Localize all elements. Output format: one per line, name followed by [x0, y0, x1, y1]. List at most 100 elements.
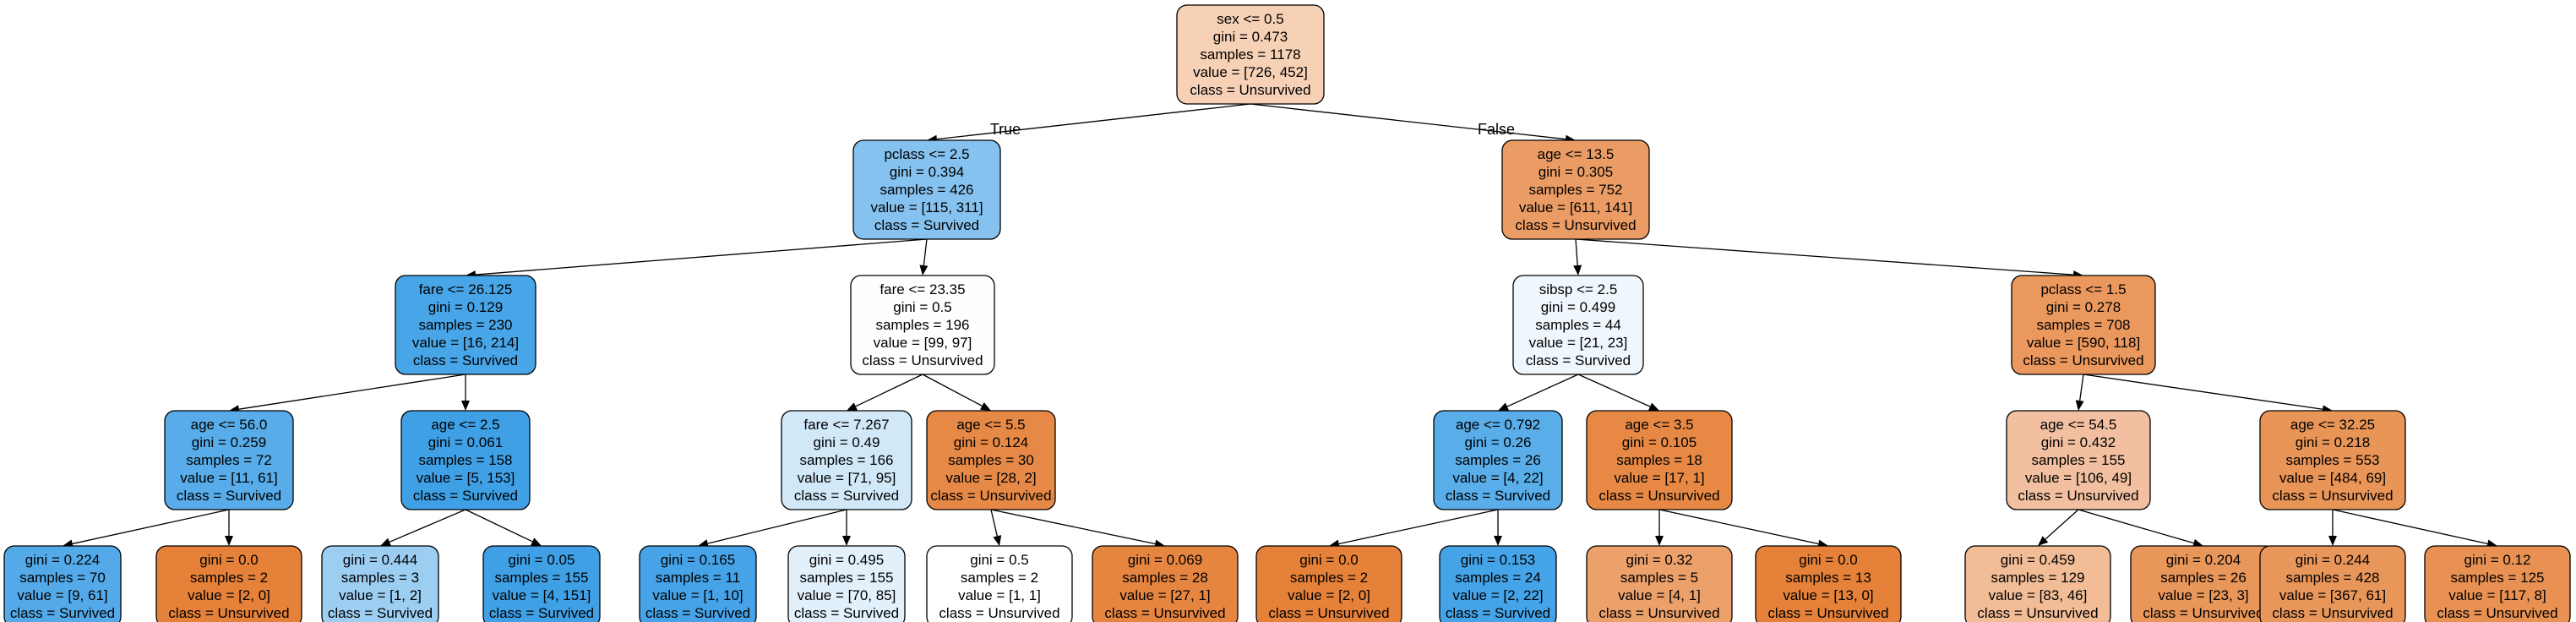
- node-line: class = Unsurvived: [1104, 605, 1225, 621]
- edge-arrowhead: [1494, 536, 1502, 546]
- edge-arrowhead: [1498, 402, 1509, 411]
- node-line: gini = 0.0: [1299, 552, 1358, 568]
- edge-n1-n4: [919, 238, 929, 276]
- node-line: gini = 0.32: [1626, 552, 1693, 568]
- node-box: [3, 545, 122, 622]
- edge-line: [1506, 374, 1579, 407]
- node-line: gini = 0.444: [343, 552, 417, 568]
- edges-layer: [63, 103, 2497, 548]
- node-line: samples = 5: [1620, 570, 1698, 586]
- node-box: [852, 139, 1001, 240]
- node-line: samples = 2: [961, 570, 1038, 586]
- node-line: samples = 426: [880, 182, 973, 198]
- node-box: [639, 545, 757, 622]
- node-box: [395, 275, 536, 375]
- node-line: class = Survived: [177, 488, 281, 504]
- node-box: [1439, 545, 1557, 622]
- edge-arrowhead: [993, 535, 1002, 546]
- node-line: age <= 13.5: [1538, 146, 1615, 162]
- node-box: [482, 545, 601, 622]
- node-box: [1755, 545, 1902, 622]
- node-line: value = [9, 61]: [17, 587, 107, 603]
- edge-n13-n28: [2078, 509, 2203, 548]
- node-line: pclass <= 2.5: [884, 146, 969, 162]
- node-line: gini = 0.473: [1213, 29, 1288, 45]
- node-line: class = Unsurvived: [1598, 605, 1719, 621]
- node-line: age <= 5.5: [956, 417, 1025, 433]
- node-line: gini = 0.26: [1465, 434, 1532, 450]
- edge-arrowhead: [2038, 536, 2049, 546]
- edge-n5-n12: [1577, 374, 1659, 411]
- node-line: sibsp <= 2.5: [1539, 281, 1618, 297]
- node-line: age <= 54.5: [2040, 417, 2117, 433]
- node-line: value = [611, 141]: [1519, 199, 1632, 216]
- node-box: [926, 545, 1073, 622]
- edge-n1-n3: [466, 238, 928, 280]
- node-line: class = Survived: [874, 217, 979, 233]
- node-line: value = [367, 61]: [2279, 587, 2386, 603]
- node-line: samples = 166: [799, 452, 893, 468]
- node-box: [400, 410, 531, 510]
- node-line: value = [2, 0]: [1288, 587, 1370, 603]
- edge-arrowhead: [461, 401, 470, 411]
- node-line: class = Survived: [1446, 488, 1550, 504]
- node-line: value = [4, 22]: [1452, 470, 1543, 486]
- node-line: gini = 0.05: [509, 552, 575, 568]
- edge-line: [2079, 374, 2084, 401]
- edge-n7-n15: [63, 509, 230, 548]
- edge-n10-n22: [990, 509, 1165, 548]
- node-line: value = [23, 3]: [2158, 587, 2248, 603]
- node-line: value = [4, 1]: [1618, 587, 1701, 603]
- edge-arrowhead: [980, 401, 991, 411]
- node-line: value = [590, 118]: [2027, 335, 2140, 351]
- edge-line: [475, 238, 928, 276]
- edge-line: [389, 509, 466, 543]
- node-box: [850, 275, 995, 375]
- node-line: class = Survived: [794, 488, 899, 504]
- node-line: gini = 0.259: [192, 434, 266, 450]
- node-line: gini = 0.218: [2296, 434, 2370, 450]
- edge-arrowhead: [1573, 265, 1582, 276]
- node-line: class = Unsurvived: [1268, 605, 1389, 621]
- edge-n4-n9: [847, 374, 923, 411]
- node-line: class = Survived: [413, 488, 518, 504]
- node-line: age <= 2.5: [431, 417, 499, 433]
- node-line: samples = 428: [2285, 570, 2379, 586]
- node-line: gini = 0.061: [428, 434, 503, 450]
- node-line: samples = 26: [2160, 570, 2247, 586]
- edge-line: [2045, 509, 2079, 540]
- node-line: class = Survived: [645, 605, 750, 621]
- edge-arrowhead: [2328, 536, 2337, 546]
- node-box: [2424, 545, 2571, 622]
- edge-line: [2083, 374, 2323, 410]
- node-line: samples = 155: [494, 570, 588, 586]
- node-line: class = Unsurvived: [2272, 605, 2393, 621]
- edge-n0-n1: [927, 103, 1251, 144]
- edge-n11-n24: [1494, 510, 1502, 546]
- node-line: fare <= 23.35: [880, 281, 965, 297]
- node-line: samples = 70: [19, 570, 106, 586]
- node-box: [2259, 410, 2406, 510]
- node-line: value = [106, 49]: [2025, 470, 2132, 486]
- edge-line: [855, 374, 923, 407]
- node-line: gini = 0.5: [893, 299, 951, 315]
- node-line: samples = 18: [1616, 452, 1702, 468]
- node-line: value = [13, 0]: [1783, 587, 1873, 603]
- edge-n8-n18: [465, 509, 542, 546]
- edge-line: [465, 509, 533, 543]
- node-line: samples = 155: [2031, 452, 2125, 468]
- node-box: [164, 410, 294, 510]
- edge-n8-n17: [380, 509, 466, 546]
- node-line: class = Unsurvived: [2018, 488, 2138, 504]
